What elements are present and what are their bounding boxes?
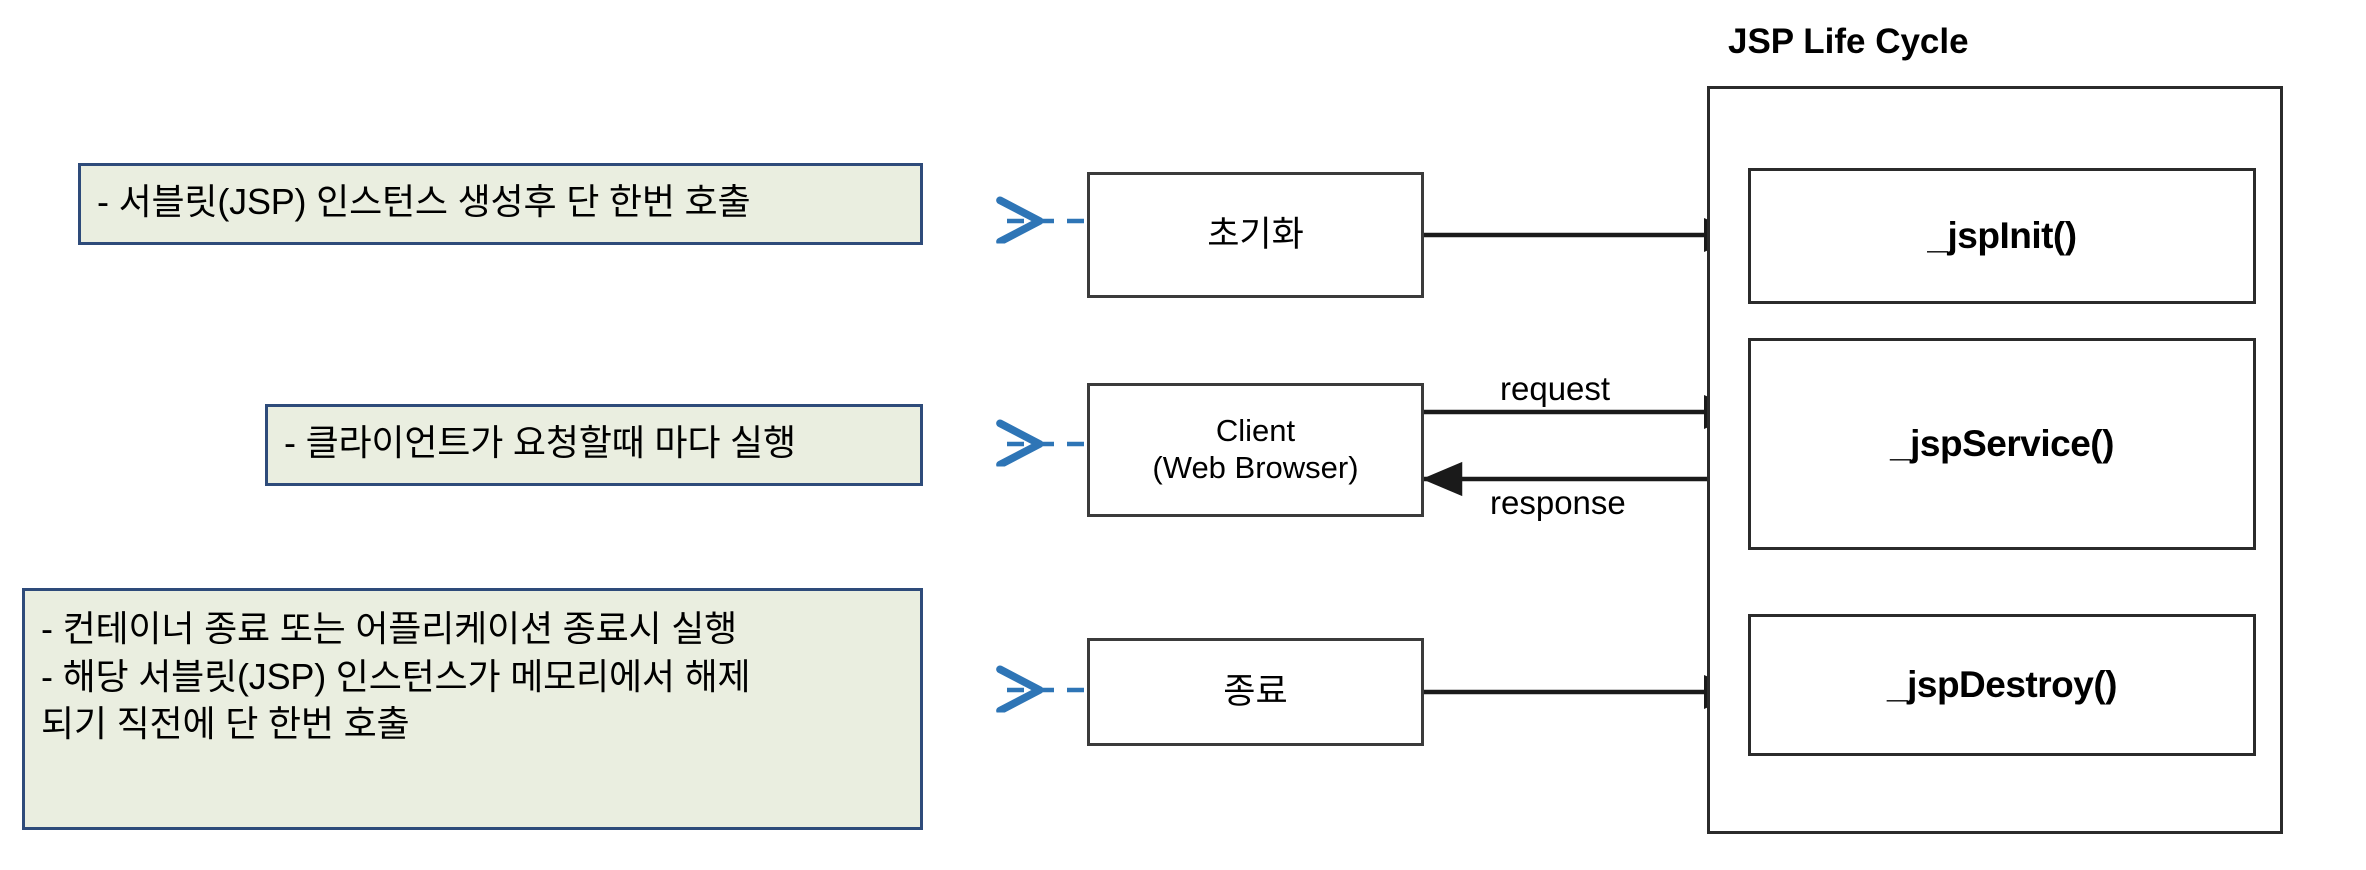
process-box-init[interactable]: 초기화: [1087, 172, 1424, 298]
method-box-jspservice[interactable]: _jspService(): [1748, 338, 2256, 550]
note-line: - 해당 서블릿(JSP) 인스턴스가 메모리에서 해제: [41, 655, 751, 697]
process-box-client[interactable]: Client (Web Browser): [1087, 383, 1424, 517]
note-line: - 서블릿(JSP) 인스턴스 생성후 단 한번 호출: [97, 181, 751, 223]
process-box-label-line2: (Web Browser): [1152, 450, 1359, 485]
method-label: _jspDestroy(): [1887, 664, 2117, 705]
process-box-label: 초기화: [1207, 215, 1304, 255]
note-line: - 컨테이너 종료 또는 어플리케이션 종료시 실행: [41, 608, 738, 649]
method-label: _jspService(): [1890, 423, 2114, 464]
process-box-label-line1: Client: [1215, 413, 1296, 449]
method-label: _jspInit(): [1927, 215, 2077, 256]
solid-arrow-group: [1421, 217, 1745, 710]
process-box-destroy[interactable]: 종료: [1087, 638, 1424, 746]
note-box-service: - 클라이언트가 요청할때 마다 실행: [265, 404, 923, 486]
method-box-jspinit[interactable]: _jspInit(): [1748, 168, 2256, 304]
note-line: - 클라이언트가 요청할때 마다 실행: [284, 422, 796, 464]
note-line: 되기 직전에 단 한번 호출: [41, 703, 410, 745]
process-box-label: 종료: [1223, 672, 1288, 712]
lifecycle-title: JSP Life Cycle: [1728, 22, 1969, 61]
note-box-destroy: - 컨테이너 종료 또는 어플리케이션 종료시 실행 - 해당 서블릿(JSP)…: [22, 588, 923, 830]
note-box-init: - 서블릿(JSP) 인스턴스 생성후 단 한번 호출: [78, 163, 923, 245]
edge-label-response: response: [1490, 484, 1626, 521]
dashed-arrow-group: [1000, 221, 1084, 690]
method-box-jspdestroy[interactable]: _jspDestroy(): [1748, 614, 2256, 756]
edge-label-request: request: [1500, 370, 1611, 407]
